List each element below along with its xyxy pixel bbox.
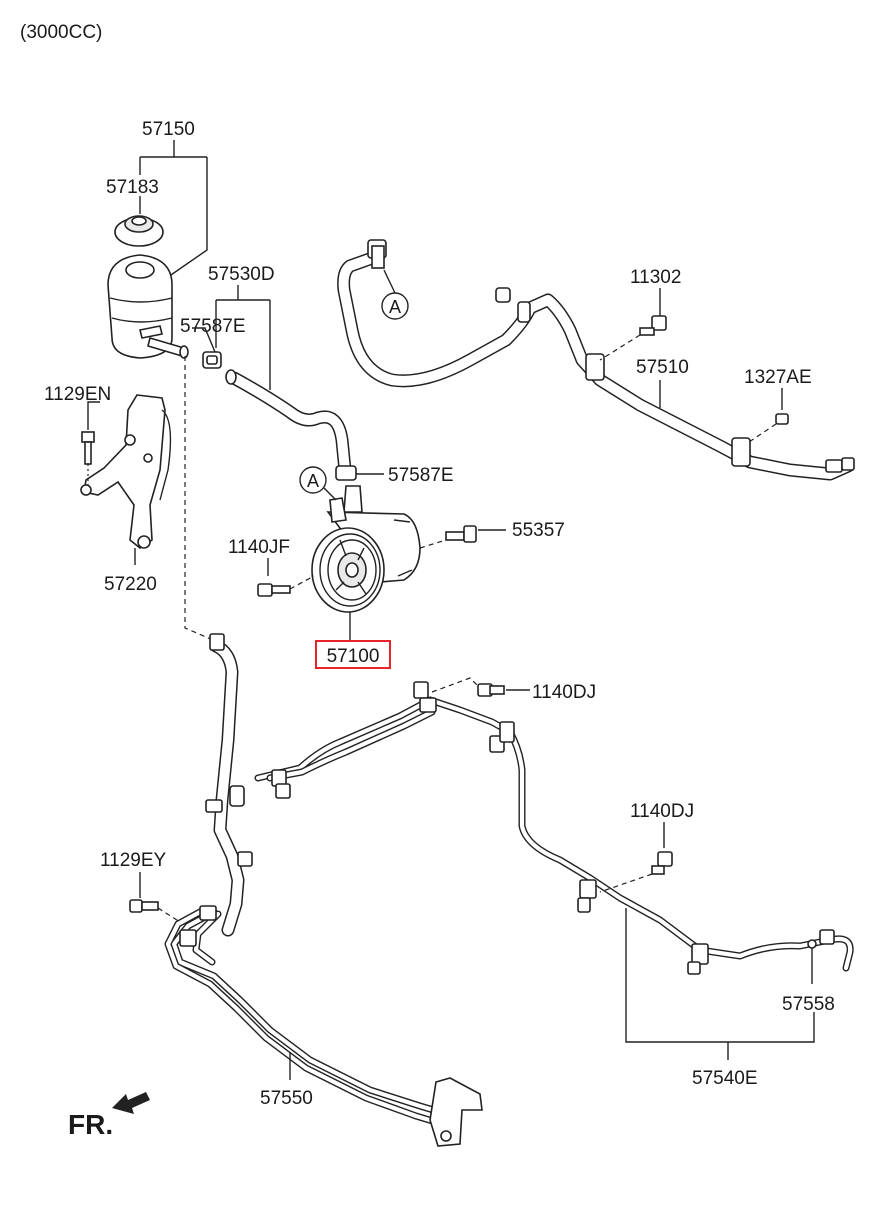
label-57100[interactable]: 57100 (327, 646, 380, 667)
label-11302: 11302 (630, 267, 681, 288)
label-57220: 57220 (104, 574, 157, 595)
return-hose-lower[interactable] (205, 633, 253, 937)
pressure-hose-57510[interactable] (337, 239, 855, 481)
label-57558: 57558 (782, 994, 835, 1015)
label-57587E-lower: 57587E (388, 465, 454, 486)
label-57150: 57150 (142, 119, 195, 140)
bolt-1140DJ-upper[interactable] (431, 677, 530, 697)
bolt-11302[interactable] (599, 288, 667, 361)
suction-hose-57530D[interactable] (215, 285, 352, 477)
front-direction-indicator: FR. (68, 1092, 150, 1140)
connector-a-upper: A (381, 269, 409, 320)
nut-1327AE[interactable] (745, 388, 789, 445)
label-57587E-upper: 57587E (180, 316, 246, 337)
bolt-1140JF[interactable] (257, 558, 315, 597)
power-steering-pump[interactable] (311, 485, 421, 640)
label-1327AE: 1327AE (744, 367, 812, 388)
label-57183: 57183 (106, 177, 159, 198)
front-label: FR. (68, 1109, 113, 1140)
label-57550: 57550 (260, 1088, 313, 1109)
label-1129EN: 1129EN (44, 384, 111, 405)
engine-spec-label: (3000CC) (20, 22, 102, 43)
label-1140JF: 1140JF (228, 537, 290, 558)
label-1140DJ-upper: 1140DJ (532, 682, 596, 703)
front-arrow-icon (112, 1092, 150, 1114)
label-1129EY: 1129EY (100, 850, 167, 871)
label-57530D: 57530D (208, 264, 275, 285)
bolt-1140DJ-lower[interactable] (599, 822, 673, 893)
label-57540E: 57540E (692, 1068, 758, 1089)
bolt-1129EY[interactable] (129, 872, 181, 923)
reservoir-bracket[interactable] (80, 394, 172, 565)
bolt-55357[interactable] (419, 525, 506, 549)
reservoir-feed-guideline (184, 356, 214, 641)
svg-text:A: A (389, 297, 401, 317)
connector-a-pump: A (299, 466, 337, 501)
label-57510: 57510 (636, 357, 689, 378)
clip-57558[interactable] (807, 939, 817, 984)
label-1140DJ-lower: 1140DJ (630, 801, 694, 822)
selected-part-highlight (315, 640, 391, 669)
hose-clamp-lower[interactable] (335, 465, 384, 481)
return-tube-57540E[interactable] (254, 681, 854, 1060)
label-55357: 55357 (512, 520, 565, 541)
cooler-tube-57550[interactable] (164, 905, 483, 1147)
hose-clamp-upper[interactable] (192, 327, 222, 369)
reservoir-group (107, 140, 208, 359)
bolt-1129EN[interactable] (81, 401, 100, 488)
svg-text:A: A (307, 471, 319, 491)
